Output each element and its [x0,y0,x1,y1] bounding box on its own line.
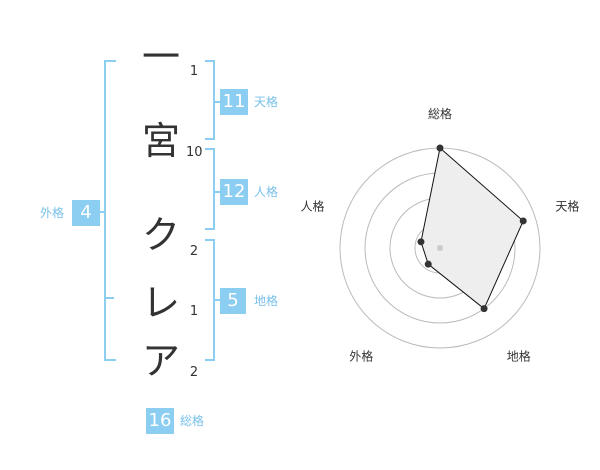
radar-axis-label-2: 天格 [555,199,579,214]
name-char-4: レ [141,281,180,325]
gaikaku-value: 4 [72,200,100,226]
soukaku-value: 16 [146,408,174,434]
tenkaku-bracket-connector [213,101,221,103]
tenkaku-label: 天格 [254,95,279,109]
tenkaku-bracket [205,60,215,140]
stroke-count-4: 1 [189,304,199,319]
jinkaku-bracket-connector [213,191,221,193]
jinkaku-label: 人格 [254,185,279,199]
jinkaku-value: 12 [220,179,248,205]
radar-series-shape [420,147,524,310]
stroke-count-1: 1 [189,64,199,79]
radar-axis-label-1: 総格 [428,106,452,121]
name-char-3: ク [141,213,180,257]
name-char-2: 宮 [141,119,180,163]
radar-axis-label-5: 人格 [301,199,325,214]
radar-point-3 [480,305,488,313]
name-char-1: 一 [141,35,180,79]
stroke-count-3: 2 [189,244,199,259]
radar-axis-label-4: 外格 [349,348,373,363]
stroke-count-5: 2 [189,365,199,380]
radar-center-dot [437,245,443,251]
gaikaku-bracket-tick [104,297,114,299]
radar-point-4 [424,260,432,268]
soukaku-label: 総格 [180,414,205,428]
radar-point-5 [417,238,425,246]
gaikaku-bracket-connector [98,211,106,213]
gaikaku-label: 外格 [40,206,65,220]
gaikaku-bracket [104,60,116,361]
tenkaku-value: 11 [220,89,248,115]
radar-point-2 [519,217,527,225]
chikaku-bracket-connector [213,299,221,301]
radar-axis-label-3: 地格 [507,348,531,363]
chikaku-value: 5 [220,288,246,314]
jinkaku-bracket [205,148,215,230]
radar-point-1 [436,144,444,152]
stroke-count-2: 10 [186,145,203,160]
name-char-5: ア [141,339,180,383]
chikaku-label: 地格 [254,294,279,308]
